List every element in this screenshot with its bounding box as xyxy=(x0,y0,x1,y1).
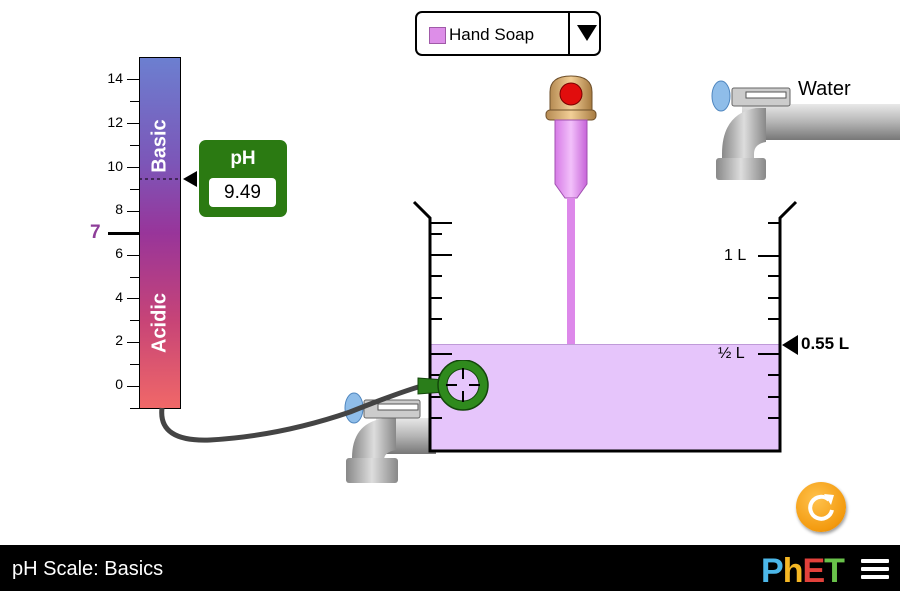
reset-icon xyxy=(808,494,834,521)
sim-title: pH Scale: Basics xyxy=(12,558,164,580)
volume-indicator-arrow xyxy=(782,335,798,355)
ph-meter[interactable]: pH 9.49 xyxy=(199,140,287,217)
beaker-1l-label: 1 L xyxy=(724,247,747,264)
neutral-ph-label: 7 xyxy=(90,222,101,243)
tick-label-12: 12 xyxy=(107,114,123,130)
solute-combo-label: Hand Soap xyxy=(449,25,535,44)
tick-label-14: 14 xyxy=(107,70,123,86)
tick-label-2: 2 xyxy=(115,332,123,348)
volume-readout: 0.55 L xyxy=(801,334,850,353)
water-faucet[interactable] xyxy=(706,74,900,186)
beaker xyxy=(412,200,798,453)
tick-label-8: 8 xyxy=(115,201,123,217)
navigation-bar: pH Scale: Basics PhET xyxy=(0,545,900,591)
solute-dropper[interactable] xyxy=(543,72,603,347)
basic-label: Basic xyxy=(148,119,171,173)
reset-all-button[interactable] xyxy=(796,482,846,532)
tick-label-4: 4 xyxy=(115,289,123,305)
water-faucet-label: Water xyxy=(798,78,851,100)
phet-logo[interactable]: PhET xyxy=(761,552,845,590)
ph-probe[interactable] xyxy=(150,360,500,450)
ph-value-display: 9.49 xyxy=(209,178,276,207)
ph-meter-title: pH xyxy=(230,148,256,169)
dropdown-arrow-icon[interactable] xyxy=(577,25,597,41)
solute-combo-box[interactable]: Hand Soap xyxy=(415,11,601,56)
tick-label-0: 0 xyxy=(115,376,123,392)
beaker-half-l-label: ½ L xyxy=(718,345,745,362)
tick-label-10: 10 xyxy=(107,158,123,174)
beaker-liquid xyxy=(430,344,781,451)
ph-scale-bar: Basic Acidic xyxy=(139,57,181,409)
ph-indicator xyxy=(139,171,197,187)
neutral-ph-line xyxy=(108,232,139,235)
acidic-label: Acidic xyxy=(148,292,171,354)
menu-icon[interactable] xyxy=(861,559,889,579)
drain-faucet[interactable] xyxy=(340,388,440,488)
tick-label-6: 6 xyxy=(115,245,123,261)
solute-color-swatch xyxy=(429,27,446,44)
